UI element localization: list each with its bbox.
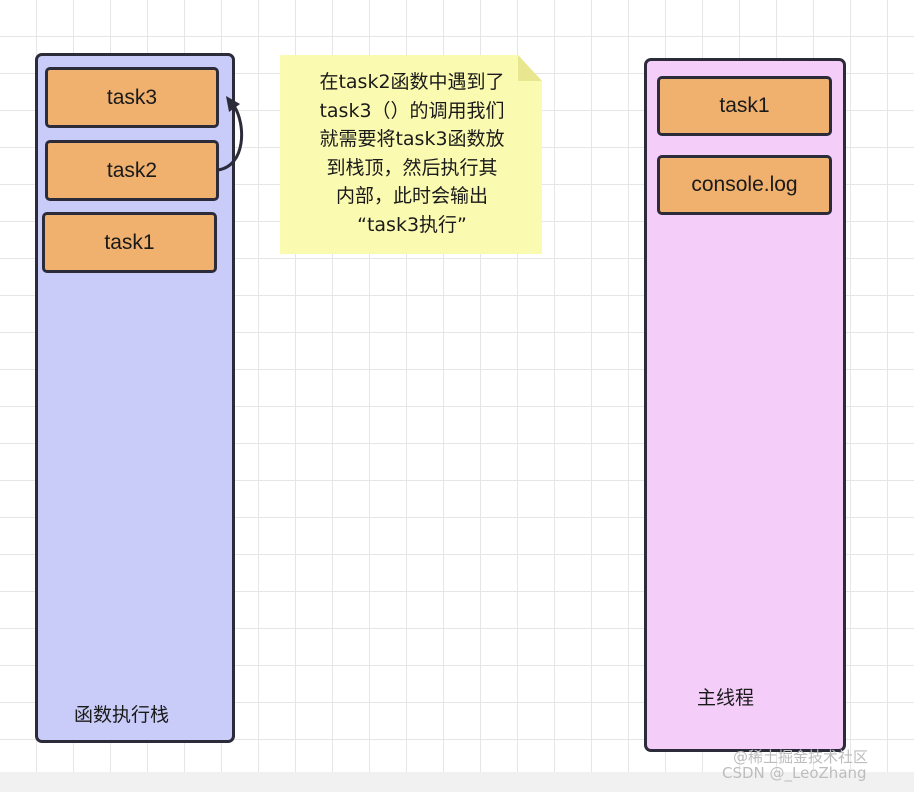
note-line: “task3执行” xyxy=(357,213,467,236)
call-stack-task: task3 xyxy=(45,67,219,128)
sticky-note-shape xyxy=(280,55,542,254)
main-thread-label: 主线程 xyxy=(697,687,755,709)
note-line: task3（）的调用我们 xyxy=(319,99,505,122)
watermark-juejin: @稀土掘金技术社区 xyxy=(733,748,869,766)
push-arrow xyxy=(216,96,244,172)
note-text: 在task2函数中遇到了 task3（）的调用我们 就需要将task3函数放 到… xyxy=(292,68,532,239)
note-line: 就需要将task3函数放 xyxy=(319,128,505,150)
call-stack-task: task2 xyxy=(45,140,219,201)
bottom-band xyxy=(0,772,914,792)
watermark-csdn: CSDN @_LeoZhang xyxy=(722,764,867,782)
sticky-note: 在task2函数中遇到了 task3（）的调用我们 就需要将task3函数放 到… xyxy=(280,55,542,254)
note-line: 到栈顶，然后执行其 xyxy=(326,156,498,179)
main-thread-task: console.log xyxy=(657,155,832,215)
arrow-head-icon xyxy=(226,96,240,112)
note-line: 在task2函数中遇到了 xyxy=(319,71,505,93)
main-thread-task: task1 xyxy=(657,76,832,136)
call-stack-task: task1 xyxy=(42,212,217,273)
note-line: 内部，此时会输出 xyxy=(335,185,488,207)
call-stack-label: 函数执行栈 xyxy=(74,704,170,726)
